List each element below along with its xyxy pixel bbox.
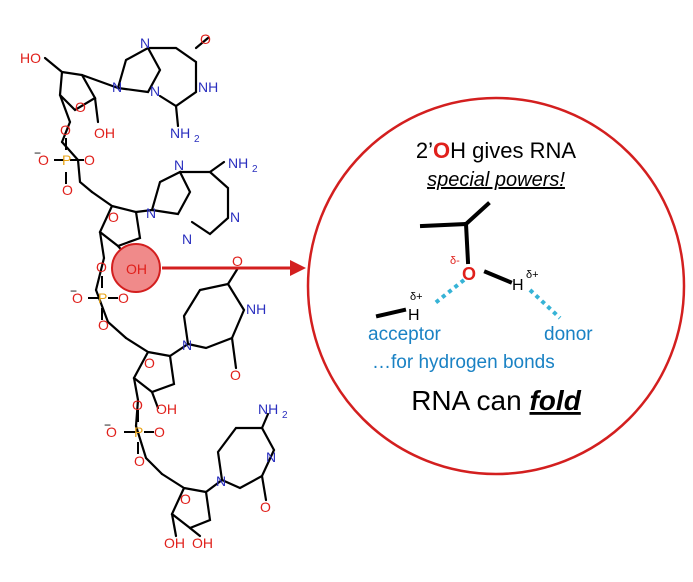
label-oh: OH — [156, 401, 177, 417]
label-n: N — [266, 449, 276, 465]
label-o: O — [230, 367, 241, 383]
label-o-minus: O — [38, 152, 49, 168]
label-p: P — [98, 290, 107, 306]
delta-minus: δ- — [450, 255, 460, 267]
label-nh: NH — [246, 301, 266, 317]
callout-circle — [306, 96, 686, 476]
label-ring-o: O — [144, 355, 155, 371]
callout-oxygen: O — [462, 264, 476, 284]
phosphate-bonds — [54, 138, 154, 454]
label-o: O — [232, 253, 243, 269]
hbond-note: …for hydrogen bonds — [372, 352, 555, 373]
label-oh: OH — [192, 535, 213, 551]
label-o: O — [134, 453, 145, 469]
label-oh: OH — [164, 535, 185, 551]
label-minus: − — [34, 146, 41, 160]
label-o: O — [260, 499, 271, 515]
label-p: P — [62, 152, 71, 168]
label-o: O — [118, 290, 129, 306]
label-nh2: NH — [228, 155, 248, 171]
label-n: N — [150, 83, 160, 99]
callout-title: 2’OH gives RNA — [416, 138, 576, 163]
label-o: O — [62, 182, 73, 198]
label-nh2: NH — [258, 401, 278, 417]
label-o: O — [154, 424, 165, 440]
fold-statement: RNA can fold — [411, 385, 581, 416]
hydrogen-bonds — [432, 278, 562, 320]
label-o: O — [84, 152, 95, 168]
label-2prime-oh: OH — [126, 261, 147, 277]
label-o: O — [96, 259, 107, 275]
label-sub2: 2 — [252, 164, 258, 175]
label-o-minus: O — [72, 290, 83, 306]
label-n: N — [140, 35, 150, 51]
label-minus: − — [70, 284, 77, 298]
label-n: N — [182, 337, 192, 353]
label-oh: OH — [94, 125, 115, 141]
callout-h-acceptor: H — [408, 307, 420, 324]
label-o: O — [200, 31, 211, 47]
label-minus: − — [104, 418, 111, 432]
label-n: N — [146, 205, 156, 221]
label-n: N — [230, 209, 240, 225]
label-o: O — [60, 122, 71, 138]
label-n: N — [182, 231, 192, 247]
callout-h-donor: H — [512, 277, 524, 294]
oh-highlight-circle — [111, 243, 161, 293]
label-o: O — [98, 317, 109, 333]
delta-plus: δ+ — [410, 291, 423, 303]
mini-structure — [375, 201, 513, 319]
label-sub2: 2 — [194, 134, 200, 145]
acceptor-label: acceptor — [368, 324, 442, 345]
label-ring-o: O — [108, 209, 119, 225]
label-nh: NH — [198, 79, 218, 95]
label-p: P — [134, 424, 143, 440]
label-n: N — [112, 79, 122, 95]
label-n: N — [216, 473, 226, 489]
label-o: O — [132, 397, 143, 413]
label-ring-o: O — [75, 99, 86, 115]
label-o-minus: O — [106, 424, 117, 440]
callout-subtitle: special powers! — [427, 169, 565, 191]
label-nh2: NH — [170, 125, 190, 141]
donor-label: donor — [544, 324, 593, 345]
arrow — [162, 260, 306, 276]
label-sub2: 2 — [282, 410, 288, 421]
label-ho: HO — [20, 50, 41, 66]
callout-content: 2’OH gives RNA special powers! O δ- H δ+… — [368, 138, 593, 416]
label-n: N — [174, 157, 184, 173]
label-ring-o: O — [180, 491, 191, 507]
delta-plus: δ+ — [526, 269, 539, 281]
atom-labels: HO O OH O N N N NH O NH 2 O − P O O O N … — [20, 31, 288, 551]
